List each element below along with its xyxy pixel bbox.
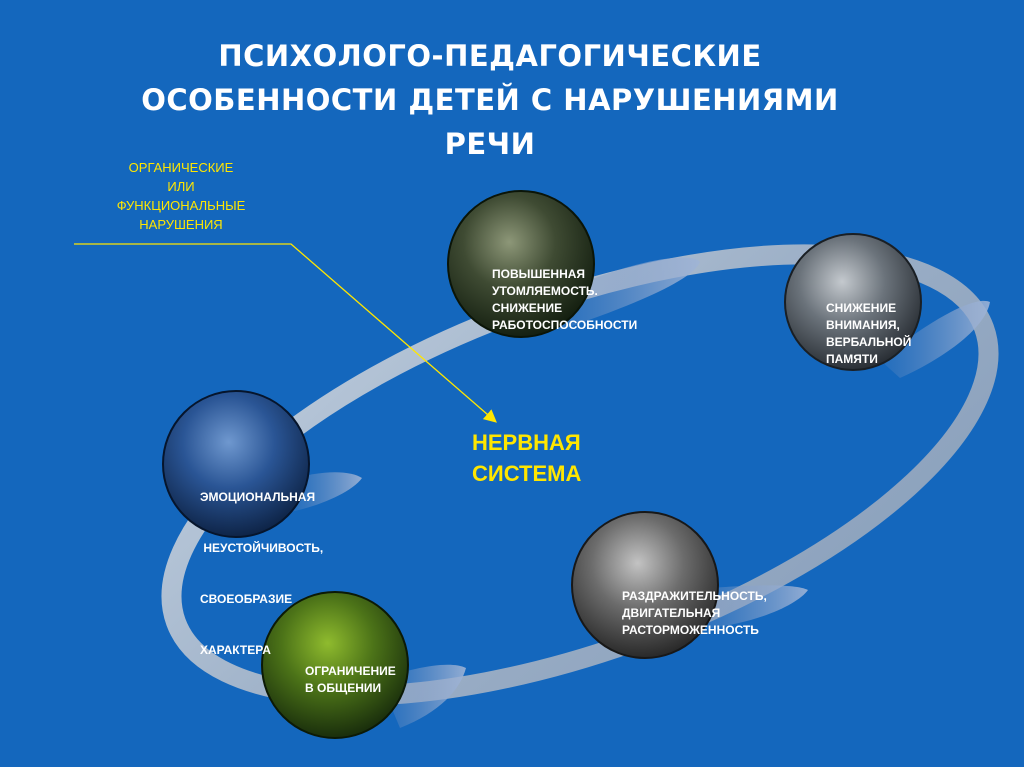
cause-arrow: [74, 243, 497, 423]
planet-fatigue: [447, 190, 595, 338]
node-emotional-line: ЭМОЦИОНАЛЬНАЯ: [200, 490, 316, 504]
node-emotional-text: ЭМОЦИОНАЛЬНАЯ НЕУСТОЙЧИВОСТЬ, СВОЕОБРАЗИ…: [200, 455, 323, 676]
planet-irritability: [571, 511, 719, 659]
title-line-2: ОСОБЕННОСТИ ДЕТЕЙ С НАРУШЕНИЯМИ: [141, 83, 839, 117]
node-fatigue-line: УТОМЛЯЕМОСТЬ.: [492, 284, 598, 298]
node-attention-line: СНИЖЕНИЕ: [826, 301, 897, 315]
node-fatigue-line: СНИЖЕНИЕ: [492, 301, 563, 315]
planet-communication: [261, 591, 409, 739]
node-irritability-line: ДВИГАТЕЛЬНАЯ: [622, 606, 721, 620]
node-fatigue-line: ПОВЫШЕННАЯ: [492, 267, 586, 281]
title-line-1: ПСИХОЛОГО-ПЕДАГОГИЧЕСКИЕ: [218, 39, 762, 73]
node-fatigue-text: ПОВЫШЕННАЯ УТОМЛЯЕМОСТЬ. СНИЖЕНИЕ РАБОТО…: [492, 266, 637, 334]
node-emotional-line: СВОЕОБРАЗИЕ: [200, 592, 293, 606]
cause-label-line-2: ИЛИ: [167, 179, 195, 194]
node-attention-line: ВЕРБАЛЬНОЙ: [826, 335, 912, 349]
title-line-3: РЕЧИ: [444, 127, 536, 161]
cause-label: ОРГАНИЧЕСКИЕ ИЛИ ФУНКЦИОНАЛЬНЫЕ НАРУШЕНИ…: [76, 158, 286, 234]
cause-label-line-3: ФУНКЦИОНАЛЬНЫЕ: [116, 198, 246, 213]
node-irritability-text: РАЗДРАЖИТЕЛЬНОСТЬ, ДВИГАТЕЛЬНАЯ РАСТОРМО…: [622, 588, 767, 639]
node-emotional-line: ХАРАКТЕРА: [200, 643, 271, 657]
planet-attention: [784, 233, 922, 371]
node-communication-line: В ОБЩЕНИИ: [305, 681, 382, 695]
node-attention-text: СНИЖЕНИЕ ВНИМАНИЯ, ВЕРБАЛЬНОЙ ПАМЯТИ: [826, 300, 911, 368]
node-irritability-line: РАЗДРАЖИТЕЛЬНОСТЬ,: [622, 589, 767, 603]
page-title: ПСИХОЛОГО-ПЕДАГОГИЧЕСКИЕ ОСОБЕННОСТИ ДЕТ…: [60, 34, 920, 166]
node-attention-line: ПАМЯТИ: [826, 352, 878, 366]
center-label-line-1: НЕРВНАЯ: [472, 430, 581, 455]
center-label-line-2: СИСТЕМА: [472, 461, 582, 486]
planet-emotional: [162, 390, 310, 538]
center-label: НЕРВНАЯ СИСТЕМА: [472, 427, 581, 489]
node-communication-text: ОГРАНИЧЕНИЕ В ОБЩЕНИИ: [305, 663, 396, 697]
node-emotional-line: НЕУСТОЙЧИВОСТЬ,: [200, 541, 324, 555]
node-attention-line: ВНИМАНИЯ,: [826, 318, 900, 332]
node-fatigue-line: РАБОТОСПОСОБНОСТИ: [492, 318, 638, 332]
node-communication-line: ОГРАНИЧЕНИЕ: [305, 664, 396, 678]
node-irritability-line: РАСТОРМОЖЕННОСТЬ: [622, 623, 759, 637]
cause-label-line-1: ОРГАНИЧЕСКИЕ: [128, 160, 234, 175]
cause-label-line-4: НАРУШЕНИЯ: [139, 217, 223, 232]
